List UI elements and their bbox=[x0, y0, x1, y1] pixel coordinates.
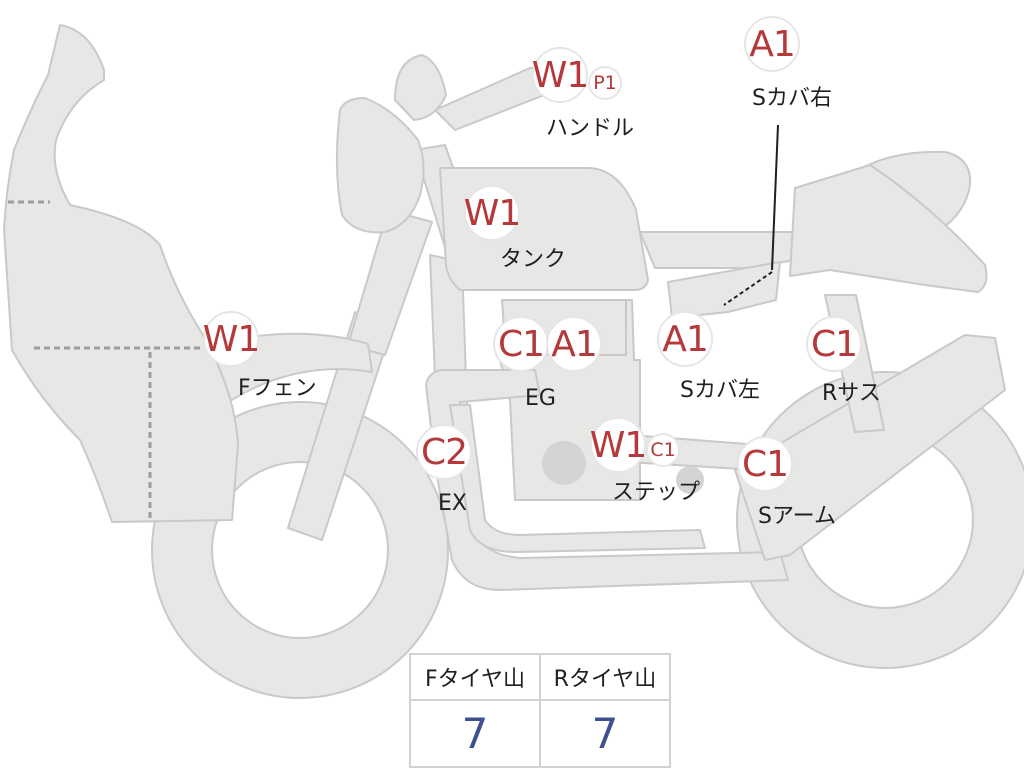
front-tire-header: Fタイヤ山 bbox=[409, 653, 541, 701]
exhaust-pipe-2 bbox=[449, 404, 706, 553]
grade-badge-side-cover-left: A1 bbox=[657, 311, 713, 367]
part-label-step: ステップ bbox=[612, 480, 701, 505]
part-label-exhaust: EX bbox=[438, 491, 467, 516]
grade-badge-rear-suspension: C1 bbox=[806, 316, 862, 372]
part-label-side-cover-right: Sカバ右 bbox=[752, 86, 832, 111]
part-label-swing-arm: Sアーム bbox=[758, 504, 836, 529]
step-peg bbox=[676, 466, 704, 494]
tail bbox=[789, 164, 988, 293]
part-label-handle: ハンドル bbox=[546, 116, 635, 141]
part-label-front-fender: Fフェン bbox=[238, 376, 317, 401]
grade-badge-front-fender: W1 bbox=[203, 311, 260, 367]
grade-badge-side-cover-right: A1 bbox=[744, 16, 800, 72]
rear-tire-header: Rタイヤ山 bbox=[539, 653, 671, 701]
grade-badge-swing-arm: C1 bbox=[737, 436, 793, 492]
part-label-rear-suspension: Rサス bbox=[822, 381, 881, 406]
headlight bbox=[335, 97, 425, 234]
leader-line-sub bbox=[771, 124, 779, 271]
front-tire-value: 7 bbox=[409, 699, 541, 768]
grade-badge-step-extra: C1 bbox=[646, 433, 680, 467]
tire-tread-table: Fタイヤ山 Rタイヤ山 7 7 bbox=[409, 653, 671, 768]
swing-arm bbox=[734, 334, 1006, 561]
part-label-engine: EG bbox=[525, 386, 556, 411]
grade-badge-exhaust: C2 bbox=[416, 424, 472, 480]
side-cover bbox=[667, 261, 781, 319]
grade-badge-step: W1 bbox=[590, 417, 647, 473]
part-label-tank: タンク bbox=[500, 247, 567, 272]
grade-badge-tank: W1 bbox=[464, 185, 521, 241]
fork-upper bbox=[347, 209, 433, 356]
grade-badge-handle: W1 bbox=[532, 47, 589, 103]
leader-line-dotted bbox=[723, 271, 773, 306]
fairing bbox=[3, 24, 239, 523]
grade-badge-engine: C1 bbox=[493, 316, 549, 372]
mirror bbox=[394, 54, 447, 121]
part-label-side-cover-left: Sカバ左 bbox=[680, 378, 760, 403]
rear-tire-value: 7 bbox=[539, 699, 671, 768]
grade-badge-handle-extra: P1 bbox=[588, 66, 622, 100]
engine-cover bbox=[542, 441, 586, 485]
grade-badge-engine-extra: A1 bbox=[546, 316, 602, 372]
